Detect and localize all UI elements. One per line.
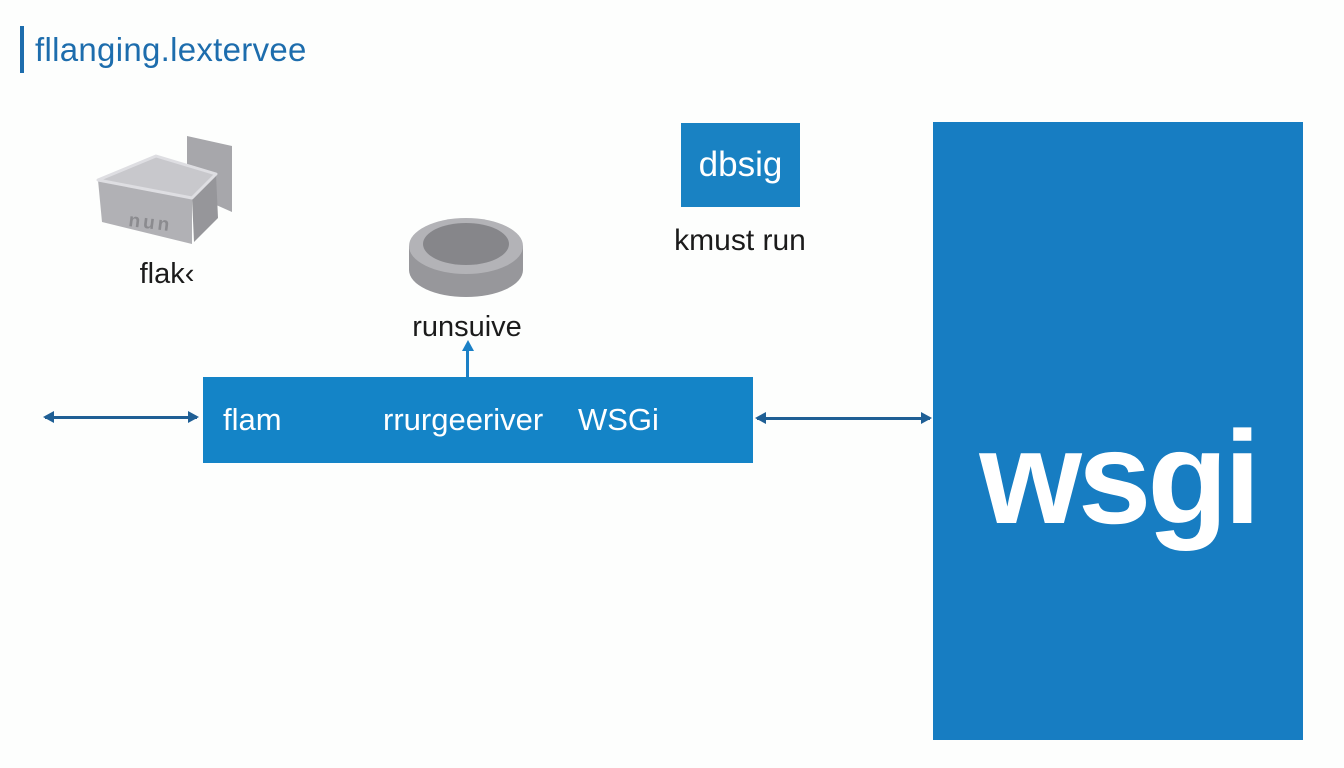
box-node-label: flak‹ — [139, 258, 195, 290]
right-double-arrow-icon — [755, 412, 932, 424]
wsgi-panel-label: wsgi — [979, 404, 1260, 551]
package-box-icon: nun — [96, 136, 232, 244]
wsgi-panel: wsgi — [933, 122, 1303, 740]
header: fllanging.lextervee — [20, 26, 307, 73]
title-accent-bar — [20, 26, 24, 73]
box-emboss-text: nun — [127, 210, 173, 236]
badge-node: dbsig — [681, 123, 800, 207]
bar-item-wsgi: WSGi — [578, 402, 659, 437]
up-arrow-icon — [461, 340, 474, 377]
page-title: fllanging.lextervee — [35, 30, 307, 68]
bar-item-flam: flam — [223, 402, 282, 437]
bar-item-rrurgeeriver: rrurgeeriver — [383, 402, 544, 437]
left-double-arrow-icon — [43, 411, 199, 423]
badge-node-caption: kmust run — [674, 224, 806, 257]
middleware-bar: flam rrurgeeriver WSGi — [203, 377, 753, 463]
disk-icon — [409, 218, 523, 297]
disk-node-label: runsuive — [412, 311, 522, 343]
